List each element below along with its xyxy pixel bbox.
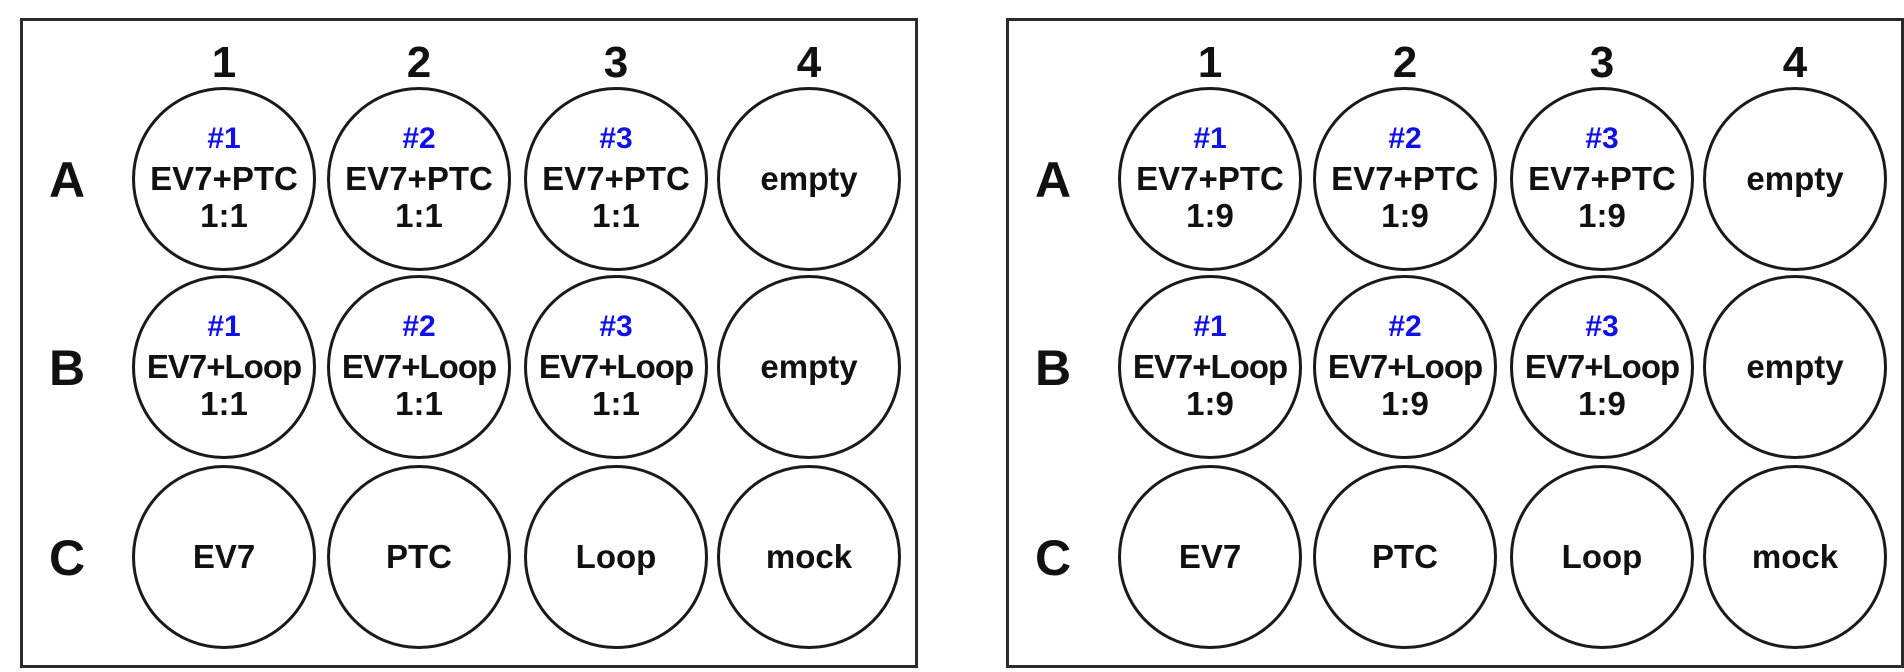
- well-ratio: 1:1: [395, 196, 443, 234]
- well-c4: mock: [717, 465, 901, 649]
- well-label: EV7+PTC: [345, 159, 493, 197]
- well-c2: PTC: [327, 465, 511, 649]
- column-label: 2: [1392, 38, 1418, 87]
- well-c4: mock: [1703, 465, 1887, 649]
- replicate-number: #3: [599, 310, 633, 344]
- well-label: empty: [1746, 347, 1844, 385]
- column-label: 1: [211, 38, 237, 87]
- replicate-number: #2: [1388, 310, 1422, 344]
- well-label: mock: [765, 537, 853, 575]
- well-b4: empty: [1703, 275, 1887, 459]
- replicate-number: #3: [1585, 122, 1619, 156]
- well-ratio: 1:9: [1578, 196, 1626, 234]
- replicate-number: #2: [402, 122, 436, 156]
- well-label: EV7+PTC: [150, 159, 298, 197]
- well-label: empty: [1746, 159, 1844, 197]
- column-label: 3: [603, 38, 629, 87]
- well-label: EV7: [192, 537, 256, 575]
- well-label: EV7+Loop: [1132, 347, 1288, 385]
- replicate-number: #2: [1388, 122, 1422, 156]
- well-label: PTC: [386, 537, 452, 575]
- well-label: empty: [760, 347, 858, 385]
- well-ratio: 1:1: [200, 384, 248, 422]
- well-a4: empty: [1703, 87, 1887, 271]
- replicate-number: #2: [402, 310, 436, 344]
- row-label: A: [48, 152, 86, 208]
- column-label: 4: [796, 38, 822, 87]
- well-label: EV7+PTC: [1331, 159, 1479, 197]
- replicate-number: #1: [207, 310, 241, 344]
- replicate-number: #3: [599, 122, 633, 156]
- column-label: 3: [1589, 38, 1615, 87]
- replicate-number: #1: [1193, 122, 1227, 156]
- column-label: 4: [1782, 38, 1808, 87]
- row-label: A: [1034, 152, 1072, 208]
- row-label: B: [1034, 340, 1072, 396]
- well-label: EV7: [1178, 537, 1242, 575]
- row-label: C: [48, 530, 86, 586]
- well-c3: Loop: [1510, 465, 1694, 649]
- well-ratio: 1:9: [1186, 384, 1234, 422]
- well-label: mock: [1751, 537, 1839, 575]
- well-ratio: 1:9: [1381, 196, 1429, 234]
- well-label: EV7+PTC: [1528, 159, 1676, 197]
- well-a4: empty: [717, 87, 901, 271]
- well-ratio: 1:9: [1186, 196, 1234, 234]
- replicate-number: #3: [1585, 310, 1619, 344]
- well-ratio: 1:1: [200, 196, 248, 234]
- well-label: EV7+PTC: [1136, 159, 1284, 197]
- replicate-number: #1: [1193, 310, 1227, 344]
- well-ratio: 1:1: [592, 196, 640, 234]
- well-ratio: 1:1: [592, 384, 640, 422]
- well-label: EV7+Loop: [146, 347, 302, 385]
- well-label: EV7+Loop: [341, 347, 497, 385]
- well-c2: PTC: [1313, 465, 1497, 649]
- well-label: EV7+PTC: [542, 159, 690, 197]
- well-label: EV7+Loop: [538, 347, 694, 385]
- well-label: EV7+Loop: [1524, 347, 1680, 385]
- well-b4: empty: [717, 275, 901, 459]
- well-c3: Loop: [524, 465, 708, 649]
- column-label: 2: [406, 38, 432, 87]
- well-label: empty: [760, 159, 858, 197]
- column-label: 1: [1197, 38, 1223, 87]
- replicate-number: #1: [207, 122, 241, 156]
- well-ratio: 1:9: [1381, 384, 1429, 422]
- well-label: PTC: [1372, 537, 1438, 575]
- well-label: Loop: [1561, 537, 1643, 575]
- row-label: B: [48, 340, 86, 396]
- well-ratio: 1:9: [1578, 384, 1626, 422]
- well-label: Loop: [575, 537, 657, 575]
- well-c1: EV7: [132, 465, 316, 649]
- well-ratio: 1:1: [395, 384, 443, 422]
- well-label: EV7+Loop: [1327, 347, 1483, 385]
- well-c1: EV7: [1118, 465, 1302, 649]
- row-label: C: [1034, 530, 1072, 586]
